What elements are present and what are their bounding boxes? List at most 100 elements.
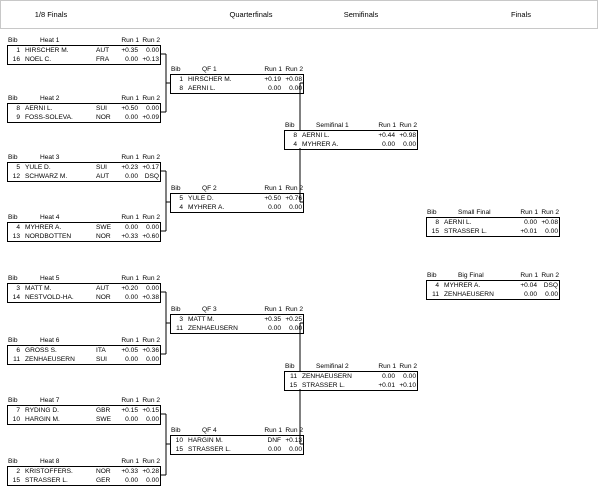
run2-value: +0.38 <box>142 294 159 301</box>
run1-value: 0.00 <box>125 114 138 121</box>
bib-number: 15 <box>431 228 439 235</box>
nation-code: SWE <box>96 416 112 423</box>
bib-col-label: Bib <box>285 122 295 129</box>
run2-col-label: Run 2 <box>399 363 417 370</box>
athlete-name: AERNI L. <box>444 219 472 226</box>
run2-value: DSQ <box>543 282 558 289</box>
bib-number: 15 <box>12 477 20 484</box>
nation-code: SWE <box>96 224 112 231</box>
bib-number: 16 <box>12 56 20 63</box>
run1-col-label: Run 1 <box>121 275 139 282</box>
run2-value: 0.00 <box>146 416 159 423</box>
bib-number: 2 <box>16 468 20 475</box>
run2-col-label: Run 2 <box>285 185 303 192</box>
bib-number: 13 <box>12 233 20 240</box>
heat-1-title: Heat 1 <box>40 37 60 44</box>
bib-number: 10 <box>175 437 183 444</box>
run1-value: +0.44 <box>378 132 395 139</box>
athlete-name: FOSS-SOLEVA. <box>25 114 73 121</box>
run1-value: 0.00 <box>268 204 281 211</box>
run2-value: 0.00 <box>403 373 416 380</box>
athlete-name: YULE D. <box>25 164 51 171</box>
athlete-name: SCHWARZ M. <box>25 173 68 180</box>
bib-number: 6 <box>16 347 20 354</box>
run1-value: +0.15 <box>121 407 138 414</box>
run2-col-label: Run 2 <box>541 272 559 279</box>
bib-col-label: Bib <box>8 458 18 465</box>
run2-col-label: Run 2 <box>399 122 417 129</box>
run1-value: 0.00 <box>125 56 138 63</box>
bib-col-label: Bib <box>8 37 18 44</box>
run2-col-label: Run 2 <box>285 306 303 313</box>
bib-col-label: Bib <box>427 272 437 279</box>
athlete-name: RYDING D. <box>25 407 59 414</box>
bib-number: 8 <box>16 105 20 112</box>
heat-5-title: Heat 5 <box>40 275 60 282</box>
bib-col-label: Bib <box>8 95 18 102</box>
athlete-name: NESTVOLD-HA. <box>25 294 74 301</box>
run2-value: +0.25 <box>285 316 302 323</box>
run2-col-label: Run 2 <box>142 154 160 161</box>
bib-number: 3 <box>16 285 20 292</box>
run2-value: +0.09 <box>142 114 159 121</box>
run1-value: 0.00 <box>125 173 138 180</box>
round-title-quarter: Quarterfinals <box>229 10 273 19</box>
run1-value: DNF <box>267 437 281 444</box>
nation-code: AUT <box>96 173 110 180</box>
run2-col-label: Run 2 <box>142 37 160 44</box>
run1-value: +0.20 <box>121 285 138 292</box>
athlete-name: HARGIN M. <box>188 437 223 444</box>
run1-col-label: Run 1 <box>264 185 282 192</box>
bib-number: 4 <box>435 282 439 289</box>
run2-value: 0.00 <box>146 285 159 292</box>
run1-value: 0.00 <box>125 294 138 301</box>
run2-value: +0.36 <box>142 347 159 354</box>
nation-code: GBR <box>96 407 111 414</box>
athlete-name: ZENHAEUSERN <box>188 325 238 332</box>
run1-value: +0.23 <box>121 164 138 171</box>
bib-number: 4 <box>179 204 183 211</box>
